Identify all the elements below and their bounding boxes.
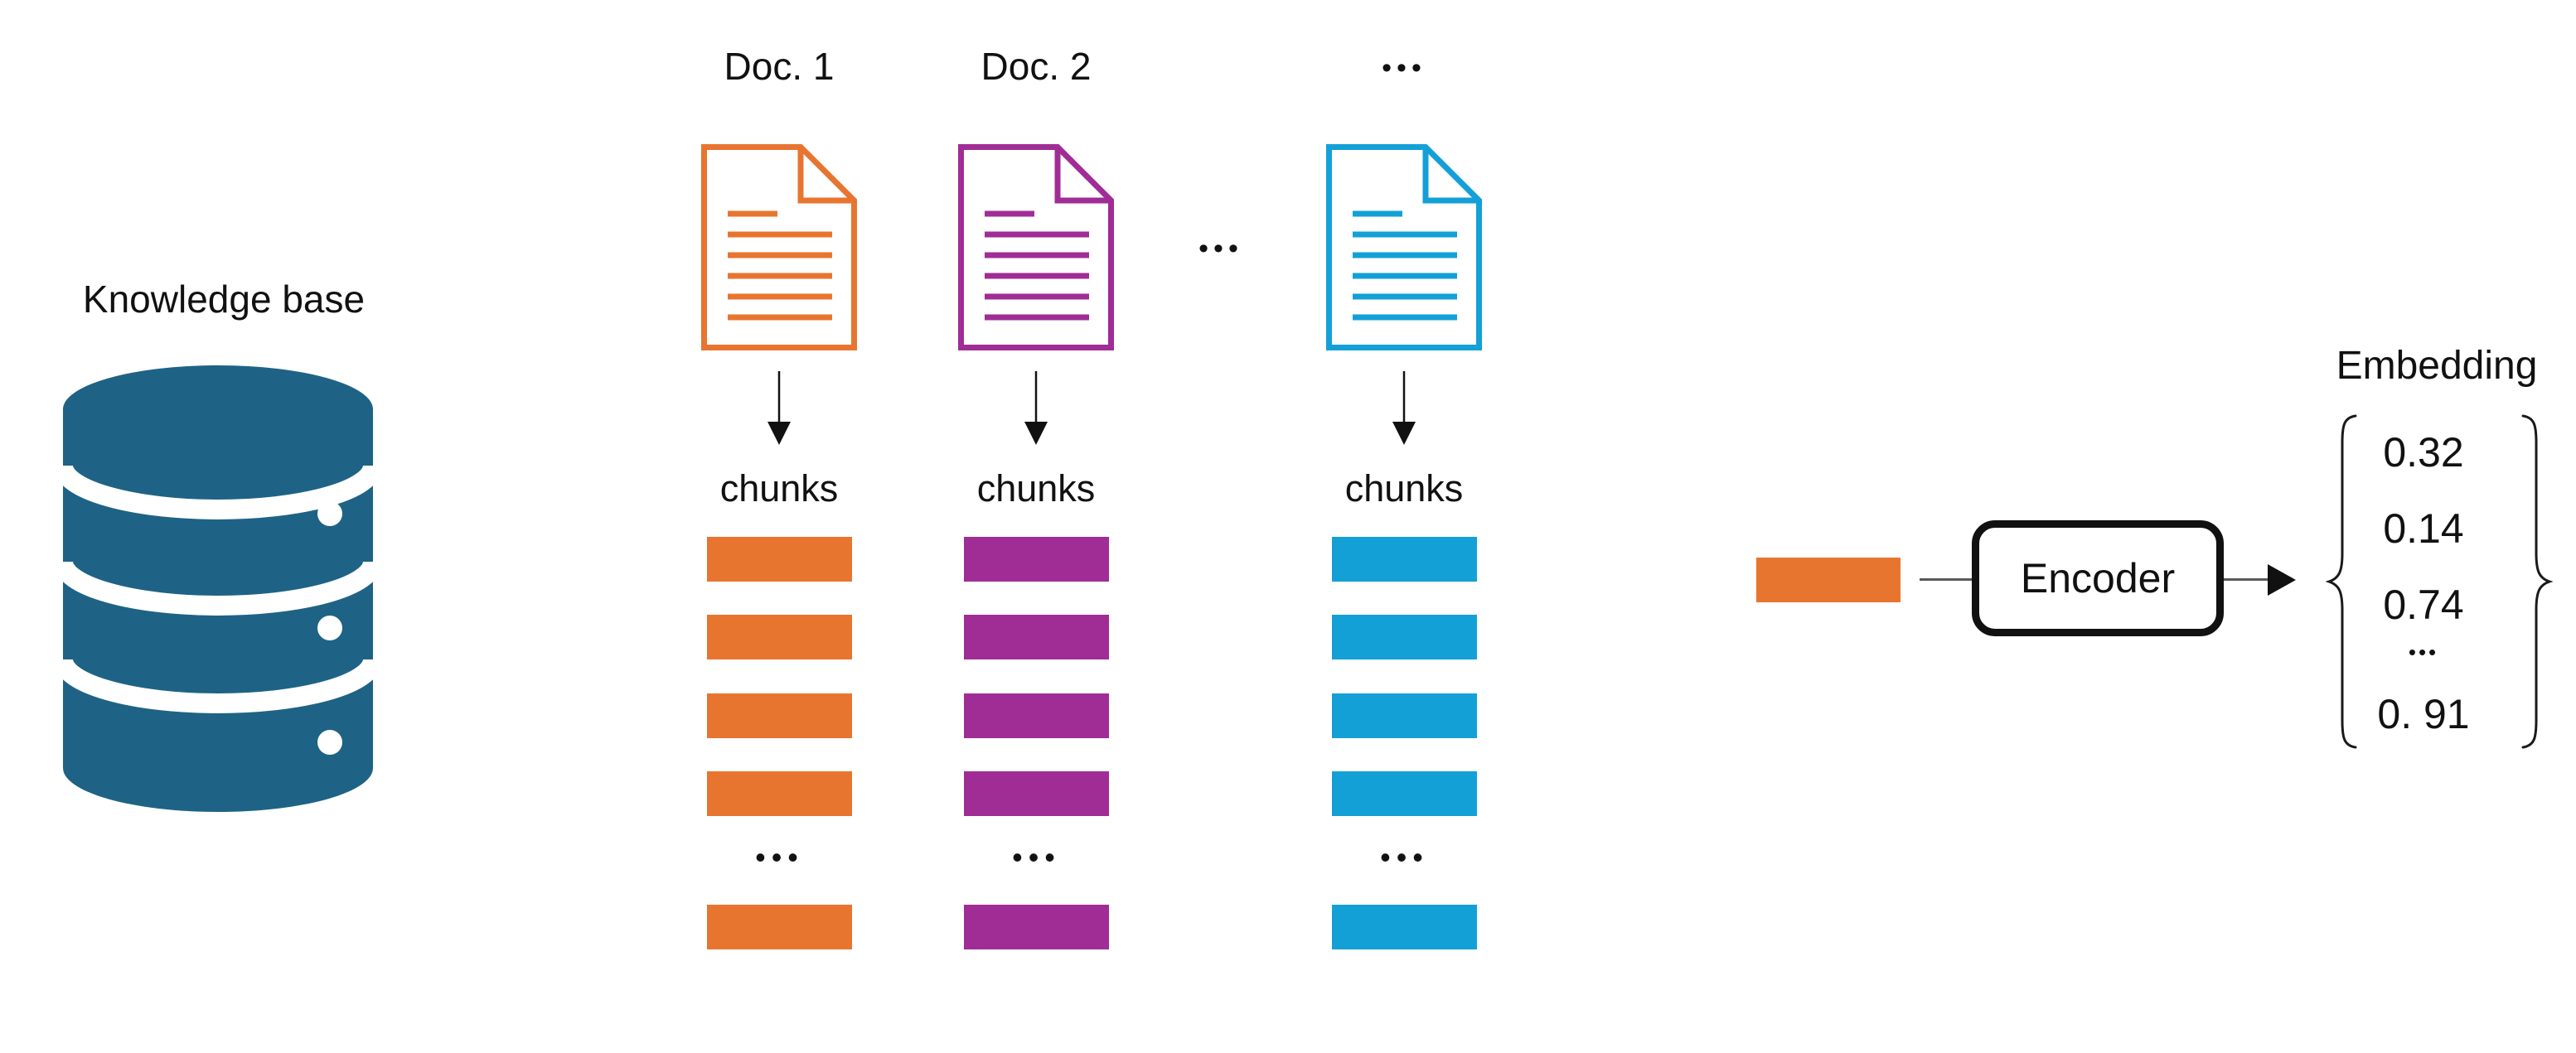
doc1-document-icon [701,144,857,350]
doc1-chunks-ellipsis: ••• [755,840,804,874]
doc2-label: Doc. 2 [981,45,1092,88]
embedding-value-4: 0. 91 [2377,691,2470,737]
embedding-value-2: 0.14 [2383,505,2464,552]
embedding-value-1: 0.32 [2383,429,2464,476]
right-arrowhead-icon [2268,564,2296,596]
doc3-chunk-1 [1332,537,1477,582]
embedding-title: Embedding [2336,344,2538,388]
doc3-document-icon [1326,144,1482,350]
doc1-chunk-2 [707,615,852,659]
encoder-box: Encoder [1972,520,2224,636]
chunk-to-encoder-line [1920,578,1972,581]
encoder-to-embedding-line [2224,578,2268,581]
doc3-chunks-label: chunks [1344,467,1464,510]
doc2-chunks-label: chunks [976,467,1096,510]
doc1-chunk-5 [707,905,852,949]
encoder-label: Encoder [2020,555,2176,601]
doc3-down-arrow-icon [1391,370,1417,446]
doc2-chunk-5 [964,905,1109,949]
doc1-chunk-3 [707,693,852,738]
database-icon [61,363,375,820]
doc2-document-icon [958,144,1114,350]
doc3-chunk-2 [1332,615,1477,659]
doc1-down-arrow-icon [766,370,792,446]
doc1-chunks-label: chunks [719,467,839,510]
doc1-chunk-1 [707,537,852,582]
doc3-chunk-4 [1332,771,1477,816]
embedding-value-3: 0.74 [2383,582,2464,628]
knowledge-base-label: Knowledge base [82,278,366,321]
doc1-label: Doc. 1 [724,45,835,88]
between-docs-ellipsis: ••• [1198,233,1243,264]
doc3-chunk-5 [1332,905,1477,949]
embedding-ellipsis: ••• [2408,640,2439,664]
doc3-chunk-3 [1332,693,1477,738]
doc2-chunk-2 [964,615,1109,659]
doc2-chunks-ellipsis: ••• [1012,840,1061,874]
doc2-chunk-4 [964,771,1109,816]
left-curly-brace-icon [2326,414,2359,749]
right-curly-brace-icon [2520,414,2553,749]
doc3-chunks-ellipsis: ••• [1380,840,1429,874]
doc2-down-arrow-icon [1023,370,1049,446]
encoder-input-chunk [1756,558,1901,602]
doc1-chunk-4 [707,771,852,816]
doc2-chunk-1 [964,537,1109,582]
doc2-chunk-3 [964,693,1109,738]
doc3-label: ••• [1382,52,1426,84]
